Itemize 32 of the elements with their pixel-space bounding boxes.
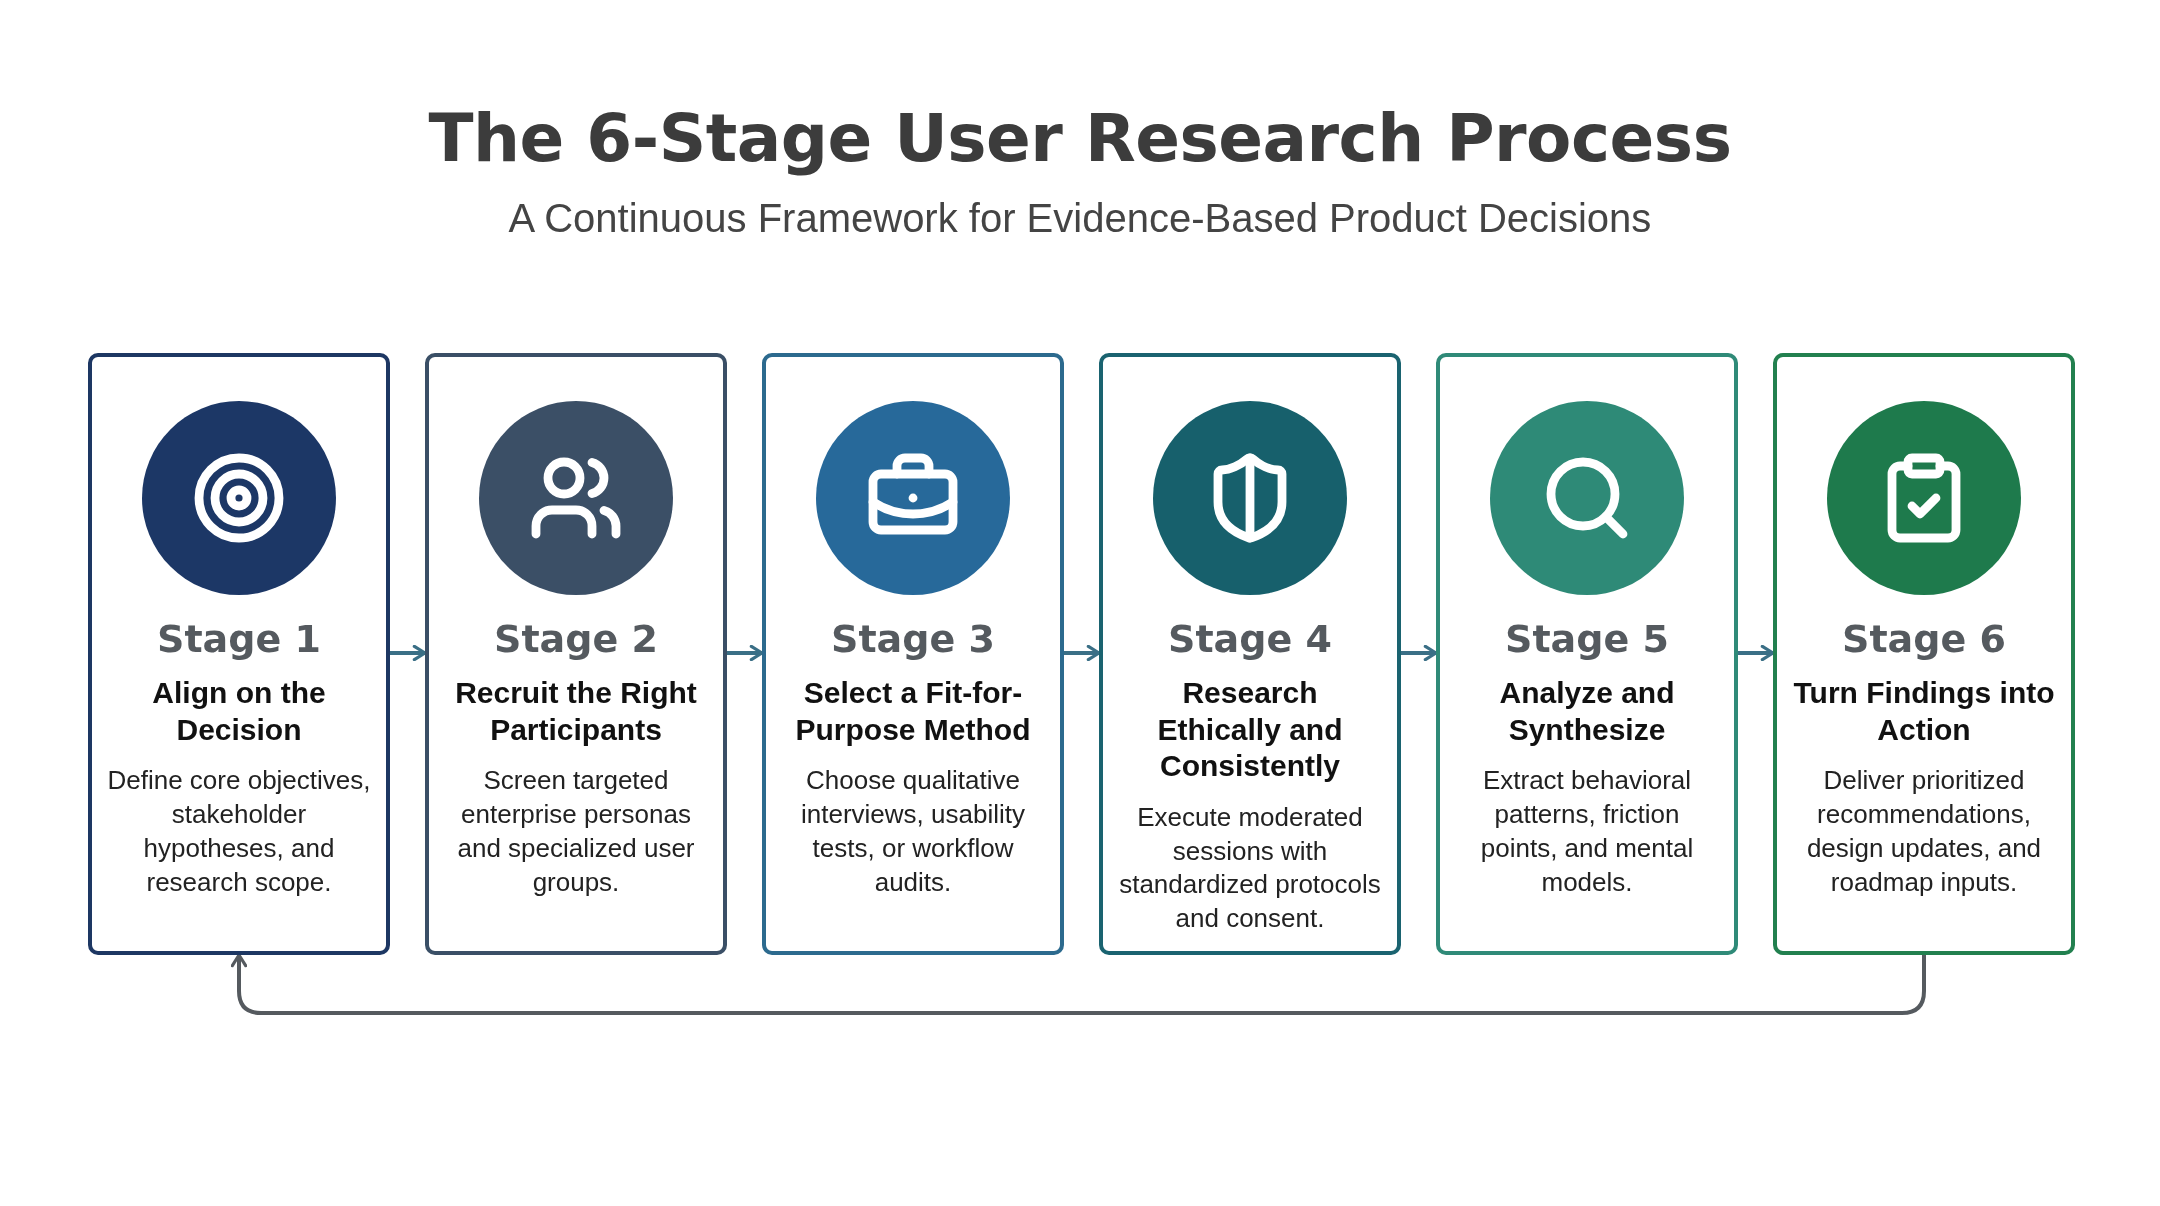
stage-number: Stage 6 (1842, 617, 2006, 661)
stage-description: Deliver prioritized recommendations, design updates, and roadmap inputs. (1805, 764, 2043, 899)
arrow (1399, 644, 1438, 662)
stage-card (762, 353, 1064, 955)
stage-card (88, 353, 390, 955)
stage-heading: Turn Findings into Action (1792, 675, 2056, 748)
title: The 6-Stage User Research Process (428, 100, 1732, 177)
stage-card (425, 353, 727, 955)
stage-heading: Recruit the Right Participants (454, 675, 698, 748)
arrow (1062, 644, 1101, 662)
stage-number: Stage 3 (831, 617, 995, 661)
stage-card (1099, 353, 1401, 955)
arrow (1736, 644, 1775, 662)
stage-description: Choose qualitative interviews, usability tests, or workflow audits. (800, 764, 1026, 899)
stage-heading: Research Ethically and Consistently (1156, 675, 1344, 785)
stage-number: Stage 1 (157, 617, 321, 661)
stage-card (1436, 353, 1738, 955)
stage-description: Execute moderated sessions with standardized protocols and consent. (1118, 800, 1382, 936)
stage-description: Extract behavioral patterns, friction points, and mental models. (1479, 764, 1695, 899)
arrow (725, 644, 764, 662)
stage-number: Stage 2 (494, 617, 658, 661)
stage-number: Stage 5 (1505, 617, 1669, 661)
stage-heading: Select a Fit-for-Purpose Method (794, 675, 1032, 748)
stage-heading: Analyze and Synthesize (1498, 675, 1676, 748)
arrow (230, 953, 1926, 1015)
stage-description: Define core objectives, stakeholder hypotheses, and research scope. (106, 764, 372, 899)
subtitle: A Continuous Framework for Evidence-Based Product Decisions (508, 196, 1652, 241)
stage-number: Stage 4 (1168, 617, 1332, 661)
stage-description: Screen targeted enterprise personas and specialized user groups. (456, 764, 696, 899)
stage-heading: Align on the Decision (151, 675, 327, 748)
stage-card (1773, 353, 2075, 955)
arrow (388, 644, 427, 662)
